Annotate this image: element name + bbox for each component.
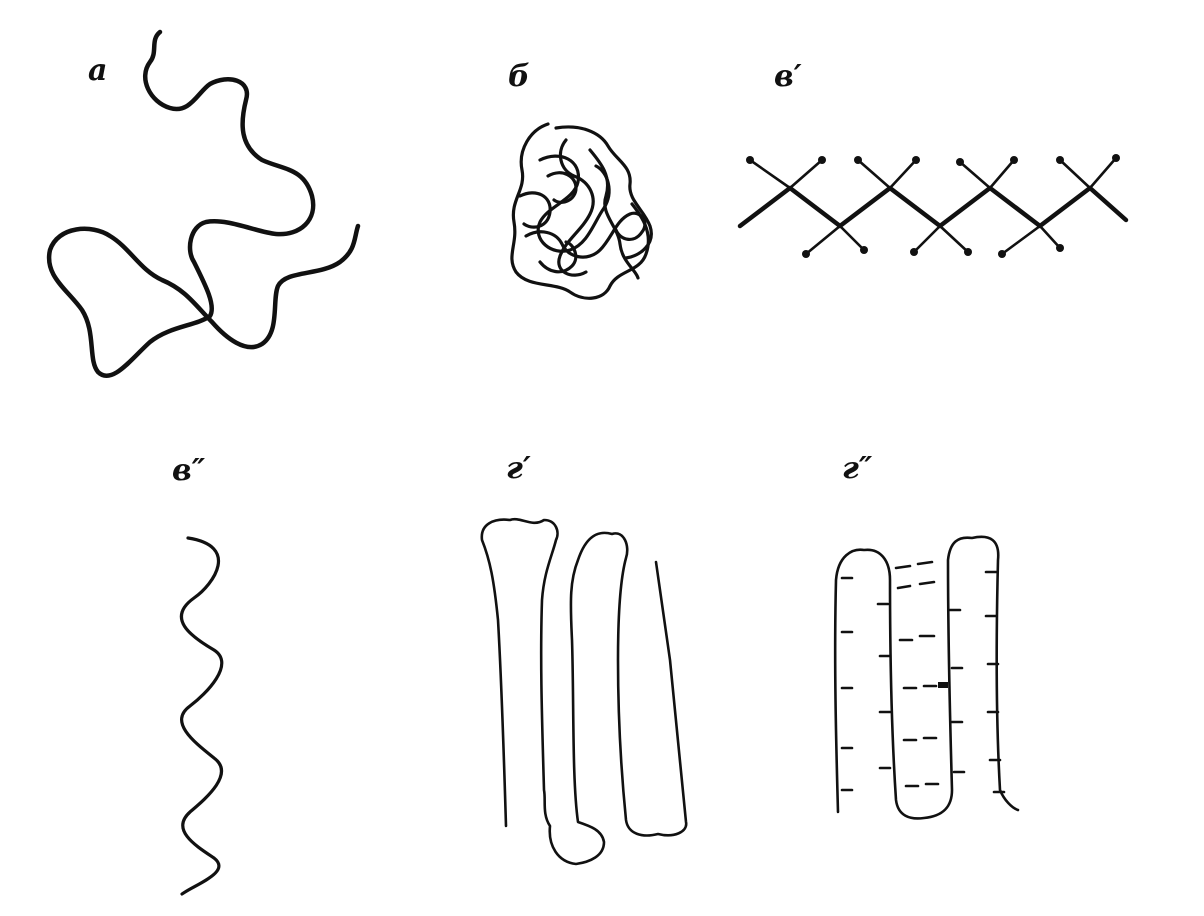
panel-c2-helix: в″ (172, 453, 224, 896)
panel-b-label: б (508, 59, 530, 94)
random-coil-chain (46, 29, 361, 378)
panel-d1-folded-chains: г′ (480, 451, 688, 866)
folded-chain-1 (480, 517, 688, 866)
crosslink-dashes (840, 560, 1006, 794)
panel-d2-folded-crosslinked: г″ (833, 451, 1020, 820)
panel-d2-label: г″ (842, 451, 873, 486)
helical-chain (179, 536, 224, 896)
globule-tangle (510, 122, 653, 300)
panel-a-label: a (88, 53, 107, 88)
panel-c2-label: в″ (172, 453, 206, 488)
folded-chain-2 (833, 535, 1020, 820)
panel-a-random-coil: a (46, 29, 361, 378)
panel-c1-zigzag-chain: в′ (737, 59, 1129, 258)
panel-c1-label: в′ (774, 59, 802, 94)
zigzag-backbone (737, 185, 1129, 229)
panel-d1-label: г′ (506, 451, 531, 486)
side-groups (746, 154, 1120, 258)
panel-b-globule: б (508, 59, 653, 300)
